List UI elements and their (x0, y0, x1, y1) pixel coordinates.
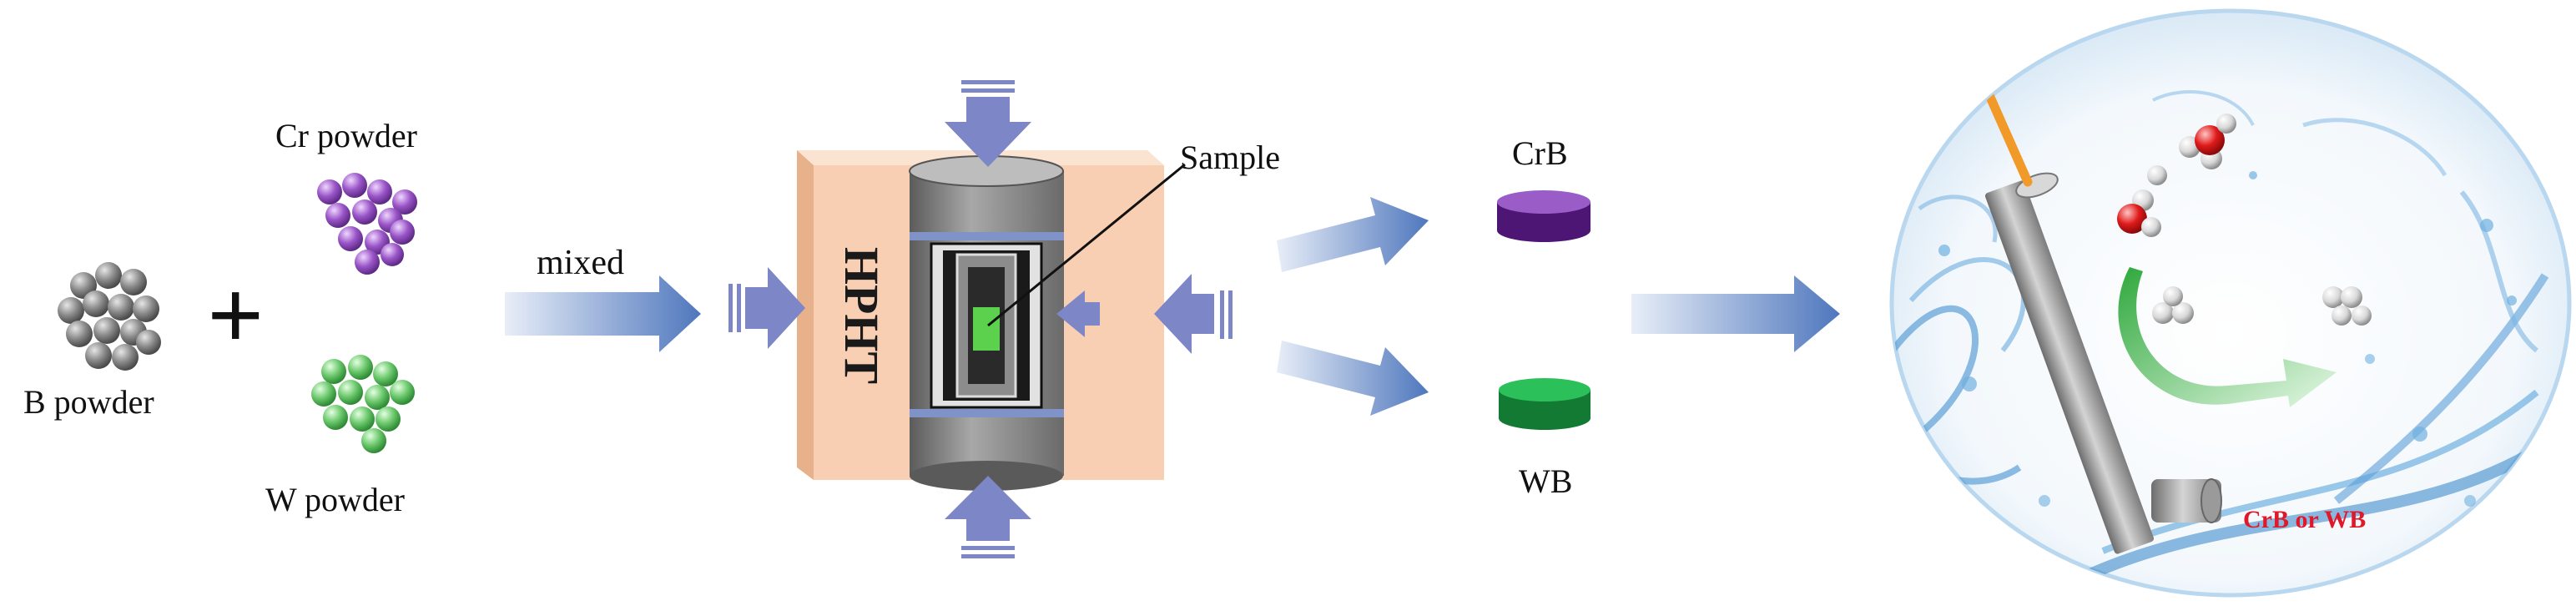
hydrogen-molecule-icon (2322, 286, 2372, 326)
water-molecule-icon (2117, 165, 2167, 237)
b-powder-label: B powder (23, 383, 154, 421)
hpht-press (797, 150, 1186, 491)
press-arrow-icon (945, 476, 1031, 558)
press-arrow-icon (1154, 274, 1233, 354)
flow-arrow-icon (1277, 197, 1429, 272)
mixed-label: mixed (537, 244, 624, 282)
sample-block (973, 307, 1000, 351)
w-powder-label: W powder (265, 481, 405, 518)
crb-disk (1497, 190, 1590, 242)
electrode-label: CrB or WB (2243, 506, 2366, 533)
b-powder-cluster (58, 262, 161, 371)
flow-arrow-icon (505, 275, 701, 352)
water-molecule-icon (2179, 114, 2236, 169)
electrolysis-oval (1889, 8, 2572, 598)
wb-label: WB (1519, 462, 1572, 500)
electrode-rod (1981, 83, 2222, 554)
flow-arrow-icon (1277, 341, 1429, 416)
plus-sign: + (207, 260, 264, 371)
cr-powder-cluster (317, 173, 417, 275)
press-arrow-icon (1056, 290, 1100, 337)
hpht-label: HPHT (834, 247, 889, 384)
flow-arrow-icon (1631, 275, 1840, 352)
wb-disk (1499, 378, 1590, 430)
press-arrow-icon (728, 267, 805, 349)
crb-label: CrB (1512, 134, 1568, 172)
hydrogen-molecule-icon (2152, 286, 2194, 324)
cr-powder-label: Cr powder (275, 117, 417, 154)
w-powder-cluster (311, 355, 415, 453)
press-arrow-icon (945, 80, 1031, 167)
sample-label: Sample (1180, 139, 1280, 176)
